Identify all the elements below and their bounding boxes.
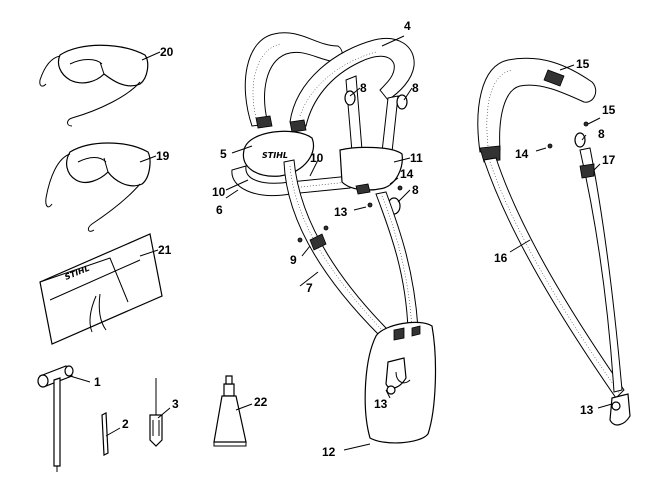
- callout-17: 16: [494, 251, 508, 265]
- callout-12: 12: [322, 445, 336, 459]
- combination-wrench-1: [37, 365, 74, 472]
- callout-10a: 10: [212, 185, 226, 199]
- callout-14b: 14: [515, 147, 529, 161]
- callout-22: 22: [254, 395, 268, 409]
- safety-glasses-19: [45, 142, 151, 232]
- callout-9: 9: [290, 253, 297, 267]
- screwdriver-3: [149, 378, 163, 447]
- callout-7: 7: [306, 281, 313, 295]
- callout-13a: 13: [374, 397, 388, 411]
- safety-glasses-20: [39, 44, 149, 127]
- callout-5: 5: [220, 147, 227, 161]
- harness-plate-brand-text: STIHL: [262, 151, 288, 160]
- callout-16: 15: [576, 57, 590, 71]
- callout-20: 20: [160, 45, 174, 59]
- callout-6: 6: [216, 203, 223, 217]
- callout-labels: 20 19 21 1 2 3 22 4 5 10 6 7 8 8 8 9 10 …: [94, 19, 616, 459]
- leader-lines: [69, 35, 613, 451]
- tool-pouch-21: STIHL: [39, 233, 163, 345]
- callout-2: 2: [122, 417, 129, 431]
- shoulder-strap-16: [477, 57, 631, 426]
- callout-4: 4: [404, 19, 411, 33]
- callout-15a: 14: [400, 167, 414, 181]
- locking-pin-2: [101, 412, 109, 456]
- callout-13b: 13: [580, 403, 594, 417]
- callout-15b: 15: [602, 103, 616, 117]
- callout-14a: 13: [334, 205, 348, 219]
- callout-10b: 10: [310, 151, 324, 165]
- callout-8a: 8: [360, 81, 367, 95]
- callout-18: 17: [602, 153, 616, 167]
- callout-11: 11: [410, 151, 423, 165]
- callout-1: 1: [94, 375, 101, 389]
- full-harness-4: STIHL: [231, 32, 437, 444]
- callout-3: 3: [172, 397, 179, 411]
- callout-21: 21: [158, 243, 172, 257]
- grease-tube-22: [213, 375, 247, 447]
- callout-8c: 8: [412, 183, 419, 197]
- callout-8b: 8: [412, 81, 419, 95]
- callout-8d: 8: [598, 127, 605, 141]
- callout-19: 19: [156, 149, 170, 163]
